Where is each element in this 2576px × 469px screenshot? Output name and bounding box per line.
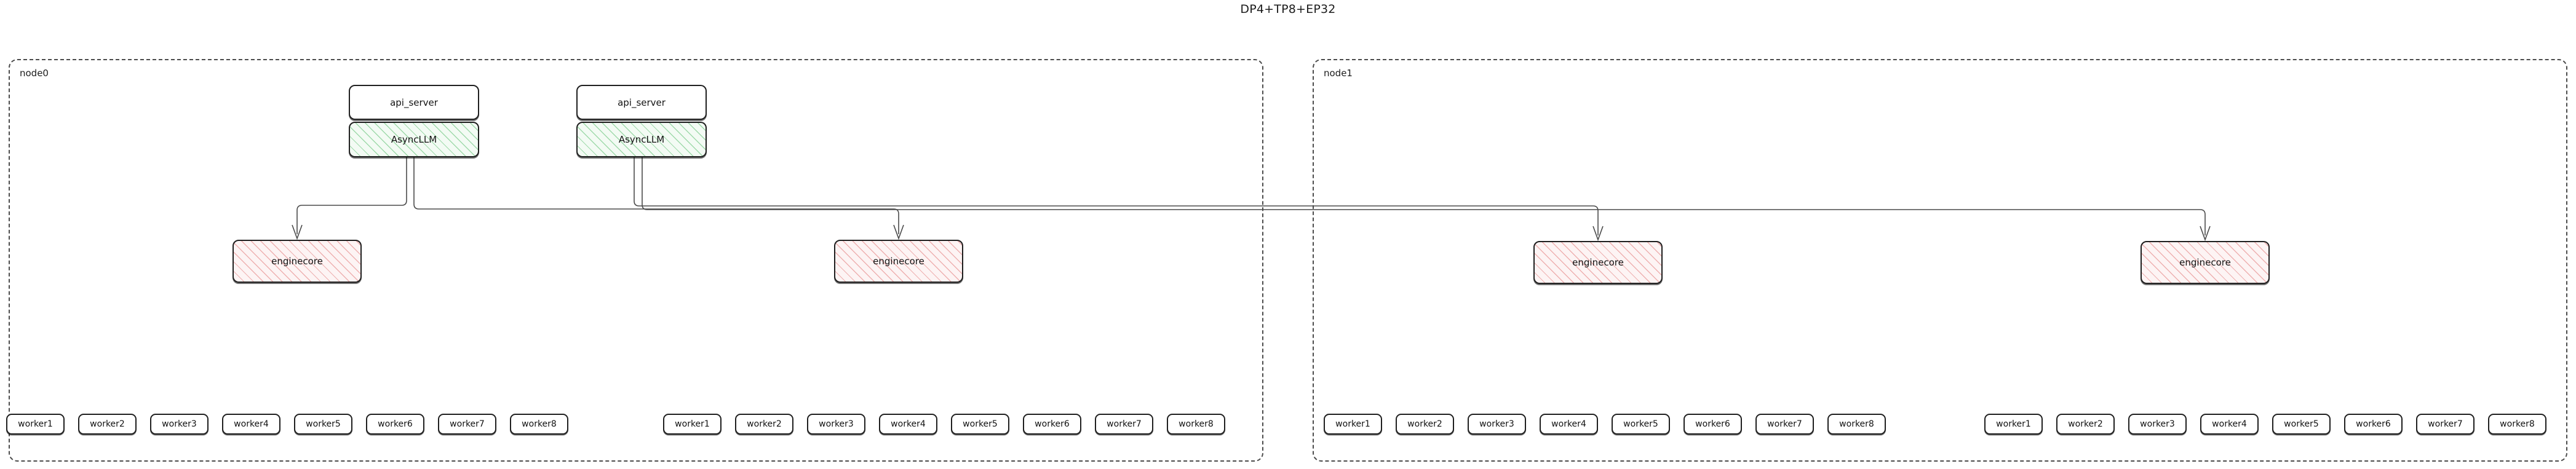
worker-label: worker5	[2284, 419, 2319, 429]
asyncllm-box-node0-0-label: AsyncLLM	[391, 134, 437, 145]
worker-label: worker4	[1551, 419, 1586, 429]
worker-box-node1-g1-2[interactable]: worker2	[2056, 414, 2115, 435]
enginecore-box-node0-1[interactable]: enginecore	[834, 240, 963, 283]
enginecore-box-node1-0-label: enginecore	[1572, 257, 1624, 268]
worker-box-node1-g0-2[interactable]: worker2	[1396, 414, 1454, 435]
worker-label: worker4	[234, 419, 269, 429]
asyncllm-box-node0-1-label: AsyncLLM	[618, 134, 665, 145]
worker-label: worker1	[1335, 419, 1370, 429]
worker-label: worker6	[2356, 419, 2391, 429]
worker-box-node0-g1-3[interactable]: worker3	[807, 414, 865, 435]
worker-box-node0-g0-5[interactable]: worker5	[294, 414, 352, 435]
worker-box-node1-g1-5[interactable]: worker5	[2272, 414, 2331, 435]
worker-box-node0-g1-8[interactable]: worker8	[1167, 414, 1225, 435]
worker-label: worker4	[891, 419, 926, 429]
enginecore-box-node1-1-label: enginecore	[2179, 257, 2231, 268]
worker-label: worker8	[522, 419, 557, 429]
worker-label: worker6	[378, 419, 413, 429]
worker-label: worker7	[1767, 419, 1802, 429]
page-title: DP4+TP8+EP32	[1240, 2, 1336, 16]
worker-box-node1-g1-6[interactable]: worker6	[2344, 414, 2403, 435]
worker-label: worker5	[306, 419, 341, 429]
worker-label: worker8	[2500, 419, 2535, 429]
api-server-box-node0-0-label: api_server	[390, 97, 438, 108]
worker-label: worker3	[2140, 419, 2175, 429]
worker-label: worker1	[675, 419, 710, 429]
enginecore-box-node0-0[interactable]: enginecore	[233, 240, 362, 283]
worker-label: worker8	[1839, 419, 1874, 429]
worker-label: worker6	[1695, 419, 1730, 429]
api-server-box-node0-1[interactable]: api_server	[576, 85, 707, 120]
worker-box-node1-g0-5[interactable]: worker5	[1612, 414, 1670, 435]
node-label-node0: node0	[20, 68, 49, 79]
worker-box-node0-g1-1[interactable]: worker1	[663, 414, 722, 435]
worker-box-node0-g1-5[interactable]: worker5	[951, 414, 1009, 435]
worker-label: worker3	[162, 419, 197, 429]
worker-label: worker7	[450, 419, 485, 429]
worker-label: worker5	[1623, 419, 1658, 429]
worker-box-node1-g0-7[interactable]: worker7	[1755, 414, 1814, 435]
worker-box-node0-g1-4[interactable]: worker4	[879, 414, 937, 435]
worker-label: worker2	[1407, 419, 1442, 429]
worker-box-node1-g1-7[interactable]: worker7	[2416, 414, 2475, 435]
worker-box-node1-g0-1[interactable]: worker1	[1324, 414, 1382, 435]
worker-label: worker3	[1479, 419, 1514, 429]
enginecore-box-node0-0-label: enginecore	[271, 256, 323, 267]
worker-box-node0-g1-7[interactable]: worker7	[1095, 414, 1153, 435]
asyncllm-box-node0-1[interactable]: AsyncLLM	[576, 122, 707, 157]
worker-box-node1-g0-6[interactable]: worker6	[1684, 414, 1742, 435]
worker-box-node1-g0-3[interactable]: worker3	[1468, 414, 1526, 435]
api-server-box-node0-1-label: api_server	[618, 97, 666, 108]
worker-box-node1-g1-8[interactable]: worker8	[2488, 414, 2546, 435]
worker-label: worker2	[2068, 419, 2103, 429]
worker-box-node0-g1-6[interactable]: worker6	[1023, 414, 1081, 435]
enginecore-box-node0-1-label: enginecore	[873, 256, 924, 267]
worker-label: worker8	[1179, 419, 1214, 429]
worker-box-node0-g0-8[interactable]: worker8	[510, 414, 568, 435]
worker-box-node1-g0-4[interactable]: worker4	[1540, 414, 1598, 435]
node-cluster-node0	[9, 59, 1263, 462]
worker-label: worker1	[18, 419, 53, 429]
asyncllm-box-node0-0[interactable]: AsyncLLM	[349, 122, 479, 157]
enginecore-box-node1-0[interactable]: enginecore	[1533, 241, 1663, 284]
worker-box-node0-g1-2[interactable]: worker2	[735, 414, 793, 435]
node-label-node1: node1	[1324, 68, 1353, 79]
worker-box-node1-g1-1[interactable]: worker1	[1984, 414, 2043, 435]
worker-label: worker7	[2428, 419, 2463, 429]
worker-label: worker6	[1035, 419, 1070, 429]
worker-label: worker4	[2212, 419, 2247, 429]
worker-label: worker5	[963, 419, 998, 429]
worker-box-node1-g1-3[interactable]: worker3	[2128, 414, 2187, 435]
worker-box-node0-g0-3[interactable]: worker3	[150, 414, 209, 435]
worker-label: worker3	[819, 419, 854, 429]
worker-label: worker2	[90, 419, 125, 429]
worker-box-node1-g1-4[interactable]: worker4	[2200, 414, 2259, 435]
node-cluster-node1	[1313, 59, 2567, 462]
worker-box-node0-g0-7[interactable]: worker7	[438, 414, 496, 435]
enginecore-box-node1-1[interactable]: enginecore	[2141, 241, 2270, 284]
worker-label: worker7	[1107, 419, 1142, 429]
worker-box-node1-g0-8[interactable]: worker8	[1827, 414, 1886, 435]
worker-label: worker2	[747, 419, 782, 429]
worker-label: worker1	[1996, 419, 2031, 429]
api-server-box-node0-0[interactable]: api_server	[349, 85, 479, 120]
worker-box-node0-g0-2[interactable]: worker2	[78, 414, 137, 435]
worker-box-node0-g0-4[interactable]: worker4	[222, 414, 280, 435]
worker-box-node0-g0-1[interactable]: worker1	[6, 414, 65, 435]
worker-box-node0-g0-6[interactable]: worker6	[366, 414, 424, 435]
